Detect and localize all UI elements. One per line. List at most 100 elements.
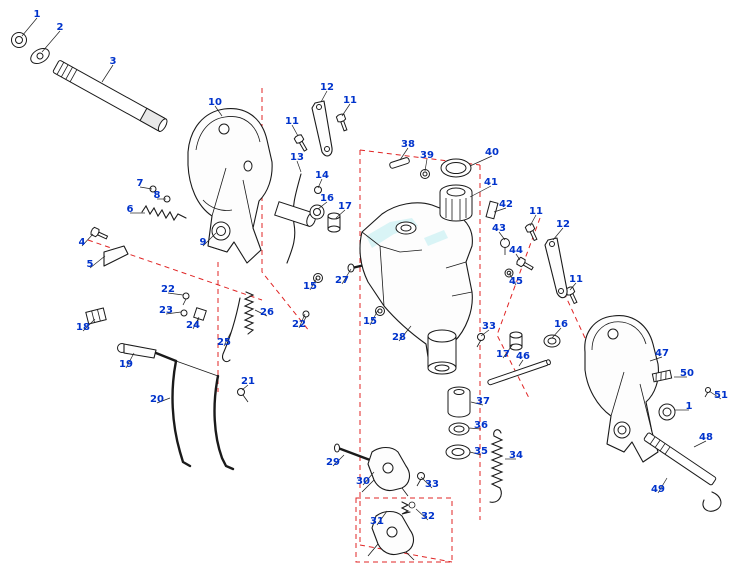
leader-line [468,427,482,430]
bolt-part-21 [237,388,249,403]
ring-part-40 [440,158,472,178]
leader-line [291,124,299,137]
cotter-wire-part-13 [286,173,302,264]
clamp-bracket-right [584,315,711,463]
part-label-7: 7 [137,178,144,189]
bushing-part-17 [509,331,523,351]
part-label-51: 51 [714,390,728,401]
block-part-18 [85,307,107,325]
part-label-17: 17 [338,201,352,212]
leader-line [320,90,328,103]
leader-line [298,313,306,329]
part-label-15: 15 [363,316,377,327]
leader-line [167,292,184,296]
leader-line [420,476,433,489]
tilt-shaft-part-3 [52,60,168,132]
part-label-4: 4 [79,237,86,248]
leader-line [552,227,564,241]
leader-line [399,147,409,161]
leader-line [376,510,388,526]
leader-line [192,316,200,330]
bolt-part-43 [500,238,510,255]
leader-line [469,451,482,456]
leader-line [529,214,537,227]
part-label-11: 11 [569,274,583,285]
bolt-part-11 [293,133,310,153]
part-label-12: 12 [556,219,570,230]
pin-part-38 [389,157,410,169]
washer-part-14 [314,186,322,194]
part-label-44: 44 [509,245,523,256]
part-label-19: 19 [119,359,133,370]
part-label-8: 8 [154,190,161,201]
leader-line [569,282,577,291]
part-label-11: 11 [529,206,543,217]
leader-line [81,233,94,247]
grip-part-50 [651,369,673,383]
part-label-25: 25 [217,337,231,348]
leader-line [332,454,345,467]
reverse-lock-assembly [334,443,425,561]
assembly-dash-lines [87,88,586,563]
leader-lines [21,17,722,526]
leader-line [202,232,217,247]
leader-line [82,318,96,332]
leader-line [241,384,249,391]
leader-line [502,343,514,359]
part-label-10: 10 [208,97,222,108]
tilt-bolt-group [11,32,168,132]
leader-line [369,309,379,326]
part-label-1: 1 [686,401,693,412]
part-label-17: 17 [496,349,510,360]
leader-line [398,325,412,342]
bolt-part-33 [416,472,425,487]
bolt-part-11 [335,112,350,133]
lever-part-19 [117,343,178,363]
leader-line [21,17,38,37]
leader-line [515,253,521,261]
leader-line [214,105,223,117]
part-label-37: 37 [476,396,490,407]
leader-line [335,209,346,219]
part-label-16: 16 [320,193,334,204]
leader-line [551,327,562,339]
wire-part-25 [222,297,241,363]
leader-line [223,331,232,347]
part-label-29: 29 [326,457,340,468]
bushing-part-17 [327,212,341,233]
leader-line [649,356,663,362]
leader-line [415,508,429,521]
part-label-28: 28 [392,332,406,343]
leader-line [693,440,707,448]
leader-line [309,277,318,291]
leader-line [508,272,517,286]
leader-line [498,231,506,241]
part-label-36: 36 [474,420,488,431]
bolt-part-33 [476,333,485,348]
part-label-40: 40 [485,147,499,158]
part-label-21: 21 [241,376,255,387]
part-label-32: 32 [421,511,435,522]
clamp-bracket-left [187,107,273,264]
part-label-43: 43 [492,223,506,234]
clamp-screw-part-48 [643,432,717,486]
part-label-45: 45 [509,276,523,287]
part-label-2: 2 [57,22,64,33]
screw-part-51 [704,387,711,398]
part-label-15: 15 [303,281,317,292]
part-label-1: 1 [34,9,41,20]
leader-line [296,160,302,173]
leader-line [708,390,722,400]
left-hardware-group [89,185,187,267]
part-label-24: 24 [186,320,200,331]
leader-line [317,201,328,210]
part-label-31: 31 [370,516,384,527]
part-label-6: 6 [127,204,134,215]
part-label-20: 20 [150,394,164,405]
part-label-23: 23 [159,305,173,316]
part-label-33: 33 [425,479,439,490]
screw-part-23 [180,309,188,317]
spring-part-32 [400,501,416,515]
